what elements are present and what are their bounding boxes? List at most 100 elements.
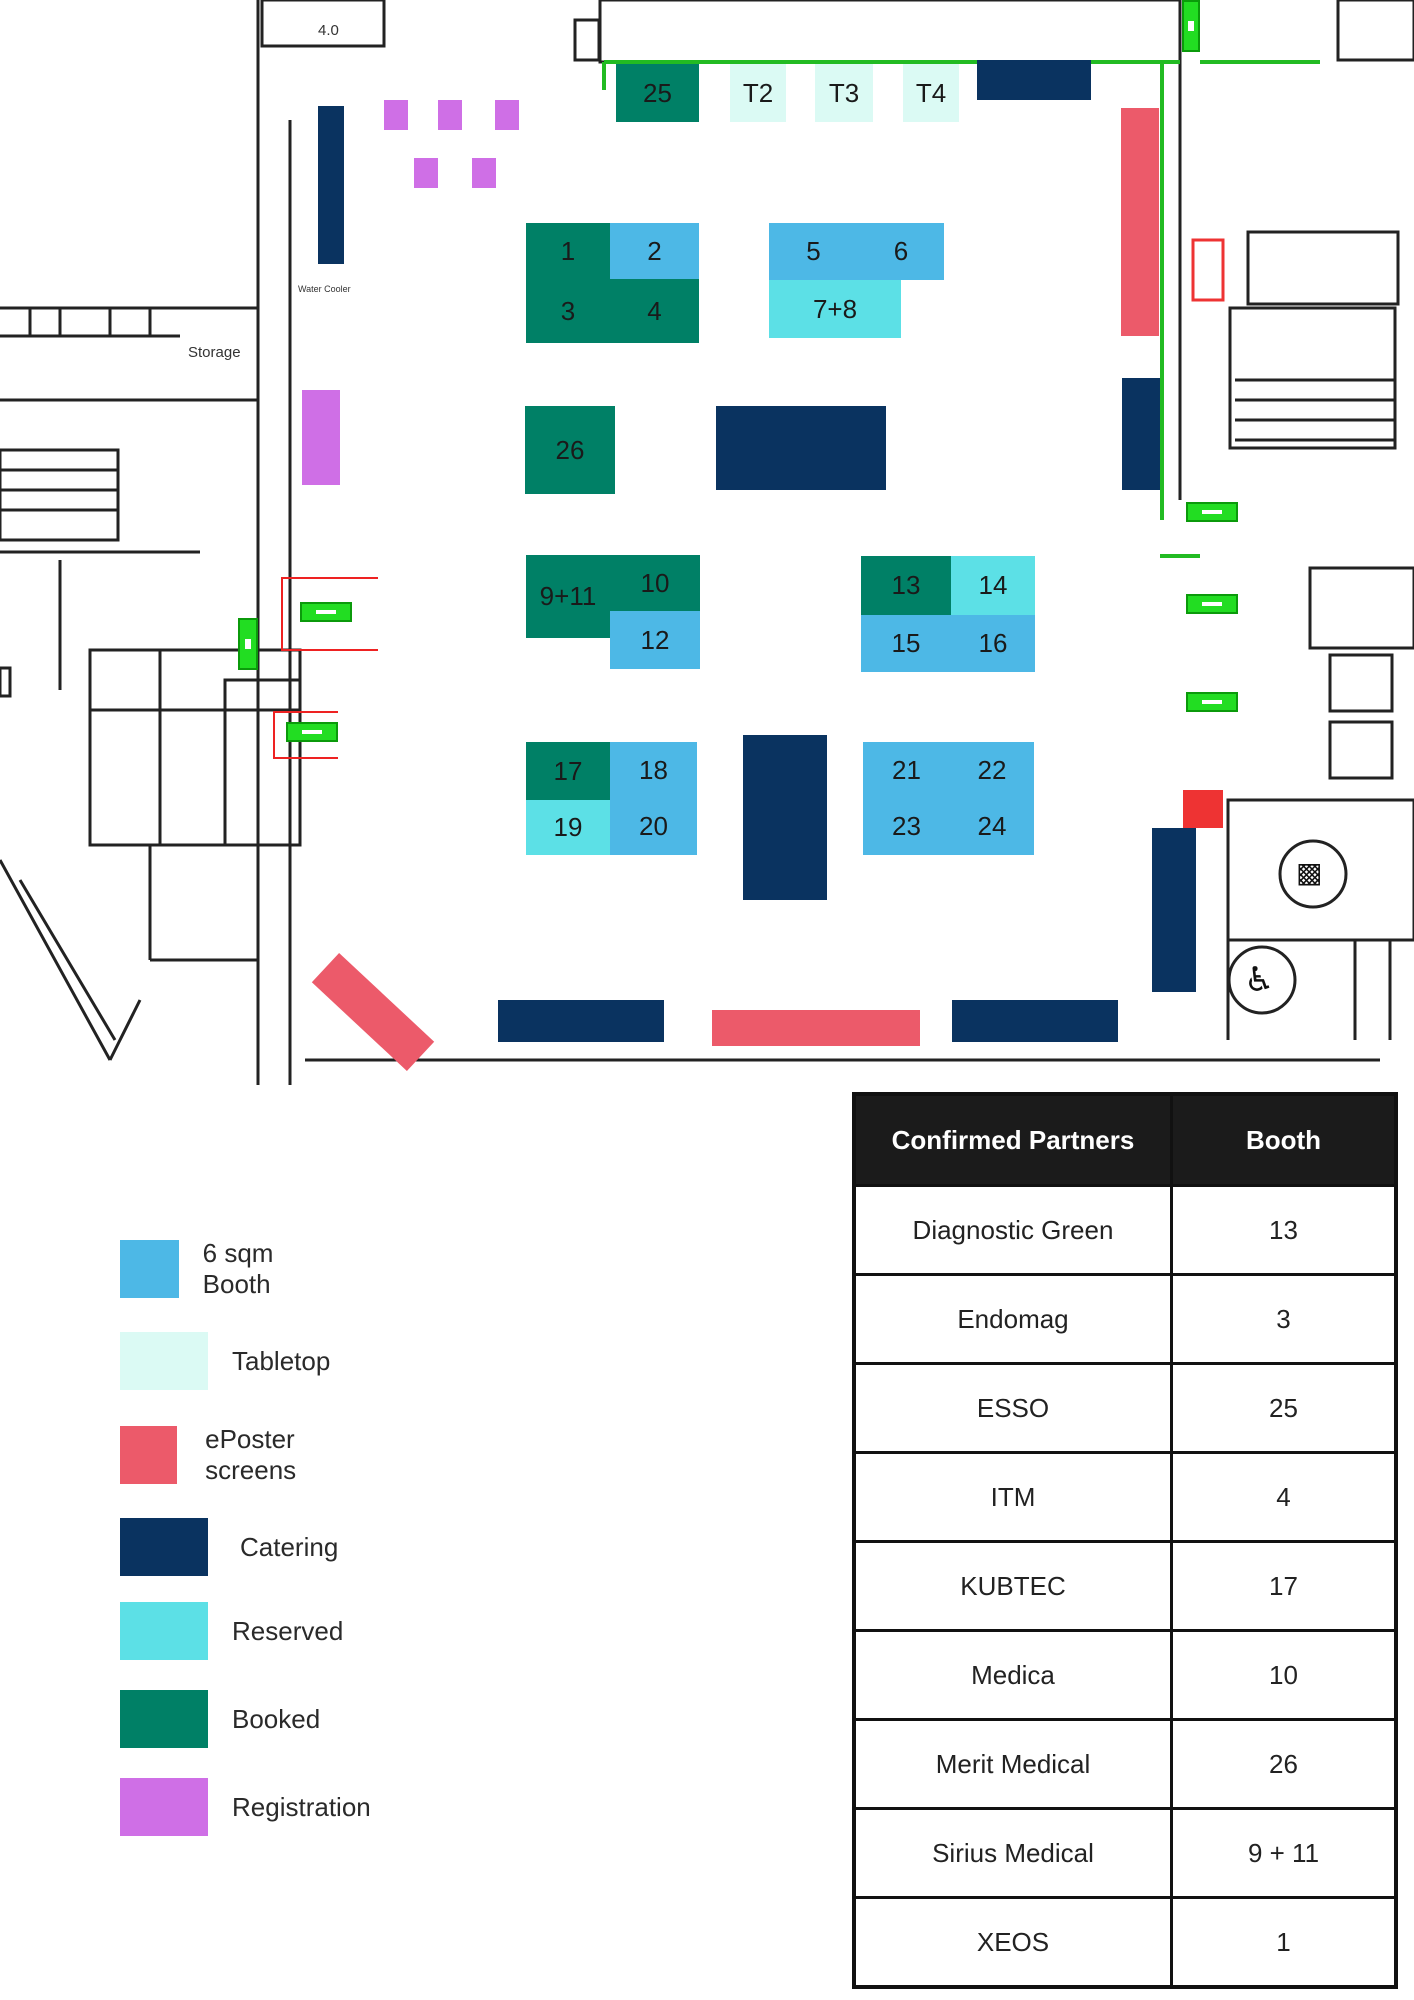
exit-sign-icon <box>1186 502 1238 522</box>
legend-swatch <box>120 1778 208 1836</box>
legend-item: Registration <box>120 1778 371 1836</box>
wheelchair-icon: ♿ <box>1244 961 1275 999</box>
booth-19[interactable]: 19 <box>526 800 610 855</box>
partner-booth: 9 + 11 <box>1170 1807 1398 1899</box>
legend-item: Reserved <box>120 1602 343 1660</box>
booth-21[interactable]: 21 <box>863 742 950 798</box>
legend-item: 6 sqm Booth <box>120 1238 300 1300</box>
water-cooler-label: Water Cooler <box>298 284 351 294</box>
catering-area <box>952 1000 1118 1042</box>
booth-15[interactable]: 15 <box>861 615 951 672</box>
legend-swatch <box>120 1690 208 1748</box>
partner-name: ESSO <box>852 1362 1173 1454</box>
confirmed-partners-table: Confirmed Partners Booth Diagnostic Gree… <box>852 1092 1398 1989</box>
legend-label: Reserved <box>232 1615 344 1646</box>
booth-7-8[interactable]: 7+8 <box>769 280 901 338</box>
exit-sign-icon <box>286 722 338 742</box>
booth-column-header: Booth <box>1170 1092 1398 1187</box>
floor-plan: 4.0 Water Cooler Storage 25 T2 T3 T4 1 2… <box>0 0 1414 1085</box>
booth-26[interactable]: 26 <box>525 406 615 494</box>
booth-t4[interactable]: T4 <box>903 64 959 122</box>
legend-label: Booked <box>232 1703 321 1734</box>
partner-name: Merit Medical <box>852 1718 1173 1810</box>
partner-booth: 17 <box>1170 1540 1398 1632</box>
booth-24[interactable]: 24 <box>950 798 1034 855</box>
floor-plan-walls <box>0 0 1414 1085</box>
partner-booth: 4 <box>1170 1451 1398 1543</box>
booth-t3[interactable]: T3 <box>815 64 873 122</box>
partner-name: KUBTEC <box>852 1540 1173 1632</box>
eposter-screen <box>712 1010 920 1046</box>
legend-item: ePoster screens <box>120 1424 327 1486</box>
legend-item: Tabletop <box>120 1332 330 1390</box>
booth-23[interactable]: 23 <box>863 798 950 855</box>
legend-swatch <box>120 1602 208 1660</box>
booth-10[interactable]: 10 <box>610 555 700 611</box>
booth-20[interactable]: 20 <box>610 798 697 855</box>
partner-name: Medica <box>852 1629 1173 1721</box>
eposter-screen <box>1121 108 1159 336</box>
catering-area <box>716 406 886 490</box>
booth-18[interactable]: 18 <box>610 742 697 798</box>
booth-t2[interactable]: T2 <box>730 64 786 122</box>
catering-area <box>318 106 344 264</box>
storage-label: Storage <box>188 344 241 361</box>
table-header-row: Confirmed Partners Booth <box>852 1092 1398 1187</box>
booth-1[interactable]: 1 <box>526 223 610 279</box>
booth-9-11[interactable]: 9+11 <box>526 555 610 638</box>
exit-sign-icon <box>238 618 258 670</box>
partner-booth: 25 <box>1170 1362 1398 1454</box>
catering-area <box>743 735 827 900</box>
partner-name: Diagnostic Green <box>852 1184 1173 1276</box>
registration-desk <box>384 100 408 130</box>
legend-swatch <box>120 1240 179 1298</box>
legend-label: 6 sqm Booth <box>202 1238 274 1299</box>
registration-desk <box>472 158 496 188</box>
booth-25[interactable]: 25 <box>616 64 699 122</box>
booth-14[interactable]: 14 <box>951 556 1035 615</box>
exit-sign-icon <box>300 602 352 622</box>
partner-name: ITM <box>852 1451 1173 1543</box>
catering-area <box>498 1000 664 1042</box>
legend-item: Catering <box>120 1518 338 1576</box>
partner-booth: 1 <box>1170 1896 1398 1989</box>
booth-2[interactable]: 2 <box>610 223 699 279</box>
partner-booth: 13 <box>1170 1184 1398 1276</box>
booth-6[interactable]: 6 <box>858 223 944 280</box>
partner-name: Sirius Medical <box>852 1807 1173 1899</box>
booth-4[interactable]: 4 <box>610 279 699 343</box>
catering-area <box>1152 828 1196 992</box>
registration-desk <box>495 100 519 130</box>
legend-label: Catering <box>240 1531 339 1562</box>
partner-booth: 3 <box>1170 1273 1398 1365</box>
registration-desk <box>414 158 438 188</box>
booth-13[interactable]: 13 <box>861 556 951 615</box>
legend-label: ePoster screens <box>205 1424 297 1485</box>
booth-17[interactable]: 17 <box>526 742 610 800</box>
partner-name: XEOS <box>852 1896 1173 1989</box>
toilet-icon: ▩ <box>1296 857 1323 888</box>
booth-5[interactable]: 5 <box>769 223 858 280</box>
legend-label: Registration <box>232 1791 371 1822</box>
exit-sign-icon <box>1186 594 1238 614</box>
registration-desk <box>302 390 340 485</box>
legend-swatch <box>120 1426 178 1484</box>
registration-desk <box>438 100 462 130</box>
legend-label: Tabletop <box>232 1345 331 1376</box>
partner-column-header: Confirmed Partners <box>852 1092 1173 1187</box>
booth-12[interactable]: 12 <box>610 611 700 669</box>
booth-3[interactable]: 3 <box>526 279 610 343</box>
booth-22[interactable]: 22 <box>950 742 1034 798</box>
partner-booth: 10 <box>1170 1629 1398 1721</box>
legend-item: Booked <box>120 1690 320 1748</box>
booth-16[interactable]: 16 <box>951 615 1035 672</box>
